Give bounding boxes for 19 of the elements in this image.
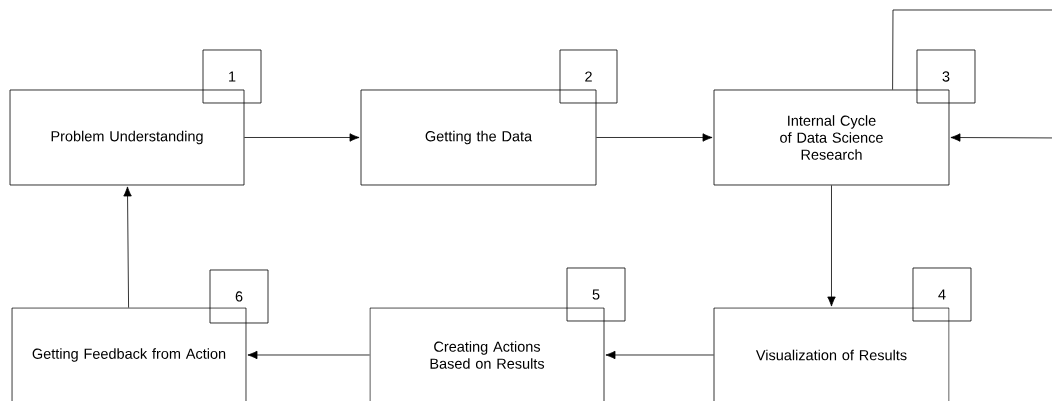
process-box: Getting Feedback from Action xyxy=(11,307,247,401)
number-box: 3 xyxy=(916,49,976,104)
process-box: Problem Understanding xyxy=(9,89,245,186)
arrow xyxy=(244,133,360,142)
arrow xyxy=(892,9,1052,142)
process-box: Internal Cycle of Data Science Research xyxy=(713,89,950,186)
arrow xyxy=(123,186,132,308)
process-box: Visualization of Results xyxy=(713,307,950,401)
number-box: 2 xyxy=(559,49,618,104)
process-box: Getting the Data xyxy=(360,89,597,186)
number-box: 5 xyxy=(566,267,626,322)
number-box: 6 xyxy=(209,269,269,324)
arrow xyxy=(605,350,714,360)
arrow xyxy=(827,185,836,307)
number-box: 4 xyxy=(912,267,972,322)
arrow xyxy=(596,133,713,142)
process-box: Creating Actions Based on Results xyxy=(369,307,605,401)
number-box: 1 xyxy=(202,49,262,104)
arrow xyxy=(247,350,370,360)
